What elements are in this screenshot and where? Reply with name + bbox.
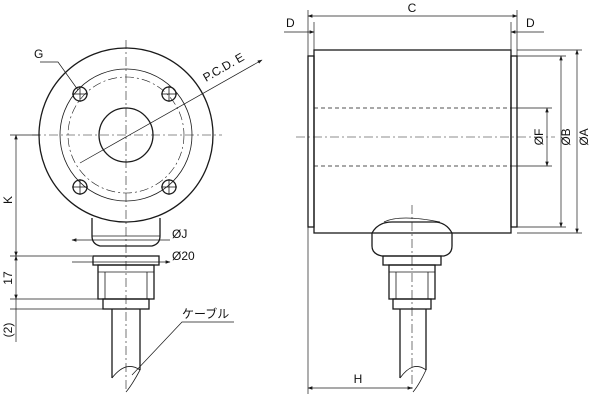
label-h: H — [354, 372, 363, 386]
side-body — [313, 49, 512, 234]
front-gland — [102, 298, 150, 310]
front-neck — [91, 218, 161, 247]
g-leader — [40, 61, 79, 91]
label-f: ØF — [532, 129, 546, 146]
cable-leader — [131, 321, 234, 376]
label-pcd: P.C.D. E — [201, 50, 247, 85]
label-d-left: D — [286, 16, 295, 30]
label-17: 17 — [1, 271, 15, 285]
side-neck — [371, 221, 453, 257]
label-g: G — [34, 47, 43, 61]
pcd-leader — [79, 59, 263, 164]
side-view — [284, 10, 582, 394]
label-2: (2) — [1, 323, 15, 338]
label-c: C — [408, 1, 417, 15]
label-cable: ケーブル — [182, 306, 229, 321]
side-neck-top — [383, 217, 441, 223]
front-cable-break — [111, 366, 141, 393]
side-cable-break — [399, 366, 427, 393]
side-flange-right — [510, 55, 518, 228]
label-d-right: D — [526, 16, 535, 30]
label-j: ØJ — [172, 227, 187, 241]
label-k: K — [1, 196, 15, 204]
label-b: ØB — [559, 128, 573, 145]
front-view — [10, 40, 263, 393]
side-gland — [392, 298, 432, 310]
label-d20: Ø20 — [172, 249, 195, 263]
labels: G P.C.D. E K ØJ Ø20 17 (2) ケーブル D C D ØF… — [1, 1, 591, 386]
label-a: ØA — [577, 128, 591, 145]
side-flange-left — [307, 55, 315, 228]
